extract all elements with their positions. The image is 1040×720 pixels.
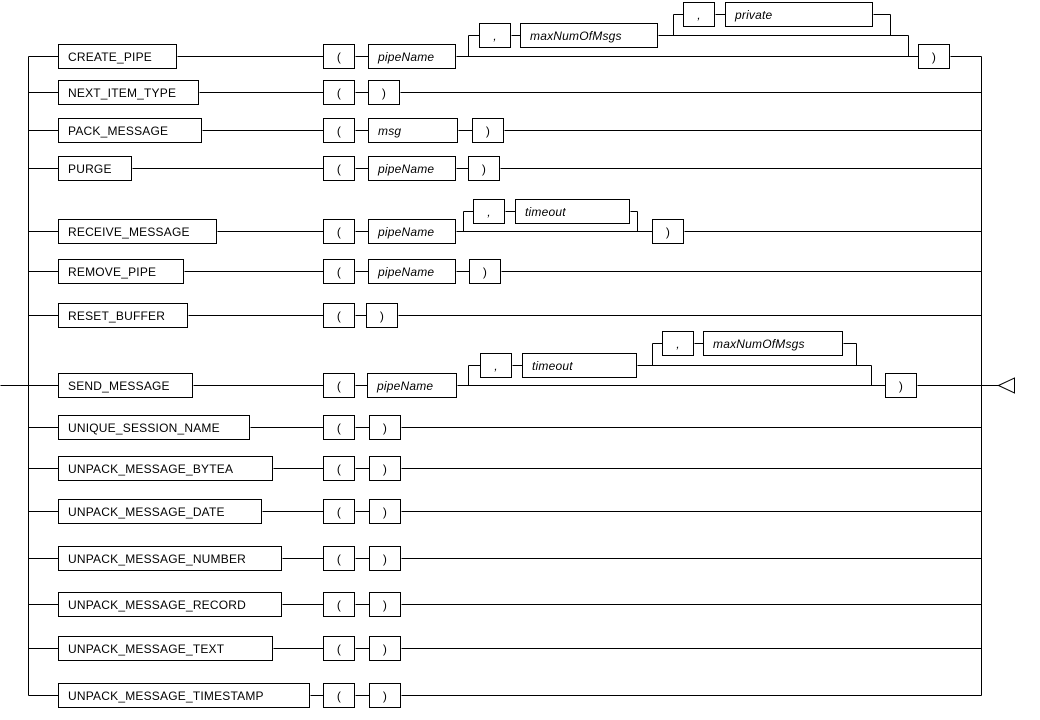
open-paren-box: ( xyxy=(323,118,355,143)
param-box-pipename: pipeName xyxy=(367,373,457,398)
close-paren-box: ) xyxy=(652,219,684,244)
separator-comma-box: , xyxy=(662,331,694,356)
function-box-unpack-message-timestamp: UNPACK_MESSAGE_TIMESTAMP xyxy=(58,683,310,708)
open-paren-box: ( xyxy=(323,636,355,661)
param-box-msg: msg xyxy=(368,118,458,143)
open-paren-box: ( xyxy=(323,259,355,284)
param-box-pipename: pipeName xyxy=(368,156,456,181)
function-box-next-item-type: NEXT_ITEM_TYPE xyxy=(58,80,199,105)
function-box-pack-message: PACK_MESSAGE xyxy=(58,118,202,143)
close-paren-box: ) xyxy=(472,118,504,143)
param-box-timeout: timeout xyxy=(522,353,637,378)
param-box-maxnumofmsgs: maxNumOfMsgs xyxy=(703,331,843,356)
param-box-private: private xyxy=(725,2,873,27)
param-box-pipename: pipeName xyxy=(368,259,456,284)
open-paren-box: ( xyxy=(323,415,355,440)
close-paren-box: ) xyxy=(369,499,401,524)
close-paren-box: ) xyxy=(369,456,401,481)
param-box-maxnumofmsgs: maxNumOfMsgs xyxy=(520,23,658,48)
function-box-remove-pipe: REMOVE_PIPE xyxy=(58,259,184,284)
open-paren-box: ( xyxy=(323,80,355,105)
function-box-unpack-message-record: UNPACK_MESSAGE_RECORD xyxy=(58,592,282,617)
function-box-unpack-message-bytea: UNPACK_MESSAGE_BYTEA xyxy=(58,456,273,481)
open-paren-box: ( xyxy=(323,499,355,524)
open-paren-box: ( xyxy=(323,156,355,181)
function-box-send-message: SEND_MESSAGE xyxy=(58,373,193,398)
function-box-unpack-message-number: UNPACK_MESSAGE_NUMBER xyxy=(58,546,282,571)
open-paren-box: ( xyxy=(323,44,355,69)
function-box-purge: PURGE xyxy=(58,156,132,181)
open-paren-box: ( xyxy=(323,456,355,481)
close-paren-box: ) xyxy=(885,373,917,398)
separator-comma-box: , xyxy=(683,2,715,27)
open-paren-box: ( xyxy=(323,219,355,244)
function-box-create-pipe: CREATE_PIPE xyxy=(58,44,177,69)
param-box-pipename: pipeName xyxy=(368,44,456,69)
close-paren-box: ) xyxy=(369,683,401,708)
close-paren-box: ) xyxy=(368,80,400,105)
close-paren-box: ) xyxy=(369,592,401,617)
close-paren-box: ) xyxy=(369,636,401,661)
end-marker-triangle xyxy=(997,377,1015,394)
open-paren-box: ( xyxy=(323,546,355,571)
function-box-unpack-message-text: UNPACK_MESSAGE_TEXT xyxy=(58,636,273,661)
open-paren-box: ( xyxy=(323,303,355,328)
open-paren-box: ( xyxy=(323,592,355,617)
function-box-receive-message: RECEIVE_MESSAGE xyxy=(58,219,217,244)
separator-comma-box: , xyxy=(473,199,505,224)
close-paren-box: ) xyxy=(369,415,401,440)
function-box-unpack-message-date: UNPACK_MESSAGE_DATE xyxy=(58,499,262,524)
close-paren-box: ) xyxy=(468,156,500,181)
open-paren-box: ( xyxy=(323,683,355,708)
param-box-pipename: pipeName xyxy=(368,219,456,244)
close-paren-box: ) xyxy=(469,259,501,284)
param-box-timeout: timeout xyxy=(515,199,630,224)
function-box-unique-session-name: UNIQUE_SESSION_NAME xyxy=(58,415,250,440)
separator-comma-box: , xyxy=(480,353,512,378)
close-paren-box: ) xyxy=(369,546,401,571)
syntax-lines-path xyxy=(0,14,999,696)
separator-comma-box: , xyxy=(479,23,511,48)
function-box-reset-buffer: RESET_BUFFER xyxy=(58,303,188,328)
close-paren-box: ) xyxy=(366,303,398,328)
close-paren-box: ) xyxy=(918,44,950,69)
open-paren-box: ( xyxy=(323,373,355,398)
